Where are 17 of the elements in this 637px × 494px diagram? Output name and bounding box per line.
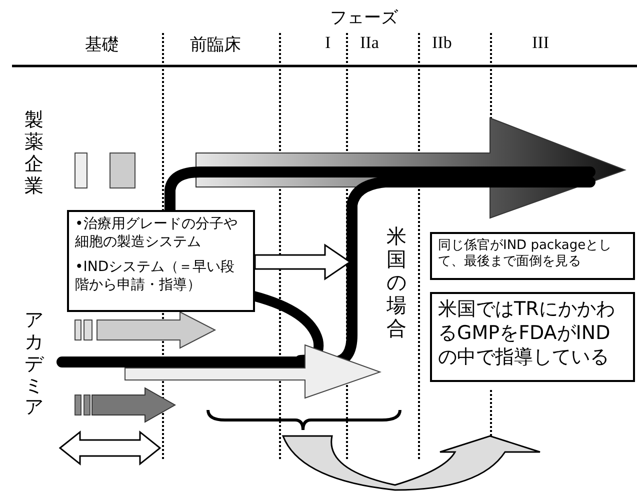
row-heading: 製薬企業 — [24, 110, 44, 198]
note-text: 米国ではTRにかかわるGMPをFDAがINDの中で指導している — [438, 298, 616, 370]
phase-heading: III — [532, 33, 549, 53]
note-box — [430, 232, 635, 280]
row-heading: アカデミア — [24, 310, 44, 420]
phase-heading: 前臨床 — [190, 34, 241, 56]
note-text: •INDシステム（＝早い段階から申請・指導） — [75, 259, 236, 294]
vertical-note: 米国の場合 — [386, 225, 407, 340]
note-text: 同じ係官がIND packageとして、最後まで面倒を見る — [438, 238, 613, 270]
note-box — [67, 210, 255, 312]
note-box — [430, 292, 635, 382]
axis-title: フェーズ — [330, 7, 398, 29]
phase-heading: I — [325, 33, 331, 53]
phase-heading: 基礎 — [85, 34, 119, 56]
note-text: •治療用グレードの分子や細胞の製造システム — [75, 216, 238, 251]
phase-heading: IIa — [360, 33, 379, 53]
phase-heading: IIb — [432, 33, 452, 53]
